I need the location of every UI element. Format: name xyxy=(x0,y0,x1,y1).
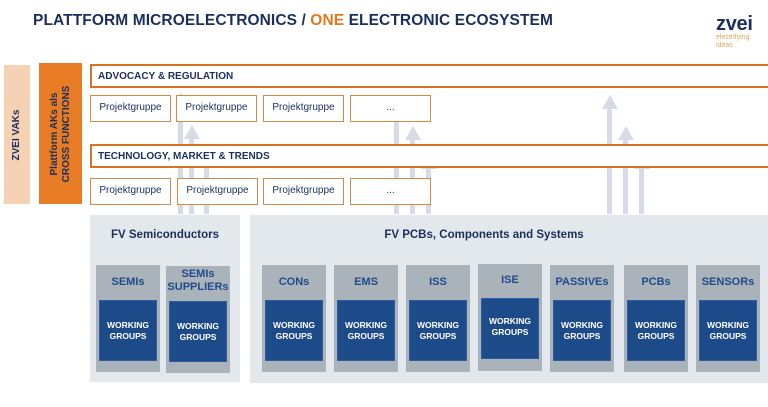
arrow-shaft xyxy=(623,140,628,214)
platform-aks-line1: Plattform AKs als xyxy=(48,92,60,175)
projektgruppe-box[interactable]: Projektgruppe xyxy=(263,95,344,122)
band-title: TECHNOLOGY, MARKET & TRENDS xyxy=(98,151,270,162)
zvei-vaks-bar: ZVEI VAKs xyxy=(4,65,30,204)
arrow-up-icon xyxy=(405,126,421,140)
wg-line1: WORKING xyxy=(416,320,460,330)
platform-aks-line2: CROSS FUNCTIONS xyxy=(60,85,72,182)
page-title: PLATTFORM MICROELECTRONICS / ONE ELECTRO… xyxy=(33,12,553,30)
wg-line2: GROUPS xyxy=(179,332,217,342)
arrow-shaft xyxy=(639,169,644,214)
platform-aks-label: Plattform AKs als CROSS FUNCTIONS xyxy=(49,85,73,182)
arrow-up-icon xyxy=(618,126,634,140)
technology-market-trends-band[interactable]: TECHNOLOGY, MARKET & TRENDS xyxy=(90,144,768,168)
unit-label: ISS xyxy=(429,276,447,288)
band-title: ADVOCACY & REGULATION xyxy=(98,71,234,82)
arrow-up-icon xyxy=(184,125,200,139)
wg-line2: GROUPS xyxy=(275,331,313,341)
arrow-shaft xyxy=(189,139,194,214)
arrow-shaft xyxy=(410,140,415,214)
wg-line2: GROUPS xyxy=(109,331,147,341)
title-part2: ELECTRONIC ECOSYSTEM xyxy=(344,12,553,29)
wg-line1: WORKING xyxy=(272,320,316,330)
wg-line1: WORKING xyxy=(344,320,388,330)
platform-aks-bar: Plattform AKs als CROSS FUNCTIONS xyxy=(39,63,82,204)
projektgruppe-box[interactable]: Projektgruppe xyxy=(263,178,344,205)
unit-semis[interactable]: SEMIs WORKING GROUPS xyxy=(96,265,160,372)
fv-pcbs-panel: FV PCBs, Components and Systems CONs WOR… xyxy=(250,215,768,383)
logo-tagline-2: ideas xyxy=(716,42,733,49)
unit-label: SENSORs xyxy=(701,276,755,288)
fv-pcbs-title: FV PCBs, Components and Systems xyxy=(384,229,584,241)
projektgruppe-box[interactable]: Projektgruppe xyxy=(90,95,171,122)
wg-line1: WORKING xyxy=(560,320,604,330)
wg-line1: WORKING xyxy=(706,320,750,330)
arrow-up-icon xyxy=(602,95,618,109)
wg-line2: GROUPS xyxy=(563,331,601,341)
more-groups-box[interactable]: ... xyxy=(350,178,431,205)
unit-label-line2: SUPPLIERs xyxy=(167,281,229,293)
fv-semiconductors-title: FV Semiconductors xyxy=(111,229,219,241)
unit-label: PCBs xyxy=(641,276,671,288)
projektgruppe-box[interactable]: Projektgruppe xyxy=(176,95,257,122)
projektgruppe-box[interactable]: Projektgruppe xyxy=(177,178,258,205)
wg-line2: GROUPS xyxy=(491,327,529,337)
fv-semiconductors-panel: FV Semiconductors SEMIs WORKING GROUPS S… xyxy=(90,215,240,382)
projektgruppe-box[interactable]: Projektgruppe xyxy=(90,178,171,205)
wg-line2: GROUPS xyxy=(419,331,457,341)
unit-label: CONs xyxy=(278,276,310,288)
wg-line1: WORKING xyxy=(106,320,150,330)
unit-label: SEMIs SUPPLIERs xyxy=(166,268,230,294)
unit-label: ISE xyxy=(501,274,519,286)
unit-label-line1: SEMIs xyxy=(181,268,215,280)
unit-label: PASSIVEs xyxy=(555,276,609,288)
wg-line2: GROUPS xyxy=(709,331,747,341)
title-part1: PLATTFORM MICROELECTRONICS / xyxy=(33,12,311,29)
working-groups-box[interactable]: WORKING GROUPS xyxy=(99,300,157,361)
title-accent: ONE xyxy=(310,12,345,29)
logo-tagline-1: electrifying xyxy=(716,34,750,41)
advocacy-regulation-band[interactable]: ADVOCACY & REGULATION xyxy=(90,64,768,88)
more-groups-box[interactable]: ... xyxy=(350,95,431,122)
unit-label: EMS xyxy=(354,276,378,288)
unit-semis-suppliers[interactable]: SEMIs SUPPLIERs WORKING GROUPS xyxy=(166,266,230,373)
unit-label: SEMIs xyxy=(111,276,145,288)
wg-line2: GROUPS xyxy=(347,331,385,341)
wg-line1: WORKING xyxy=(176,321,220,331)
wg-line1: WORKING xyxy=(488,316,532,326)
zvei-logo: zvei electrifying ideas xyxy=(716,13,753,49)
wg-line2: GROUPS xyxy=(637,331,675,341)
wg-line1: WORKING xyxy=(634,320,678,330)
logo-word: zvei xyxy=(716,13,753,35)
zvei-vaks-label: ZVEI VAKs xyxy=(11,109,22,160)
working-groups-box[interactable]: WORKING GROUPS xyxy=(169,301,227,362)
